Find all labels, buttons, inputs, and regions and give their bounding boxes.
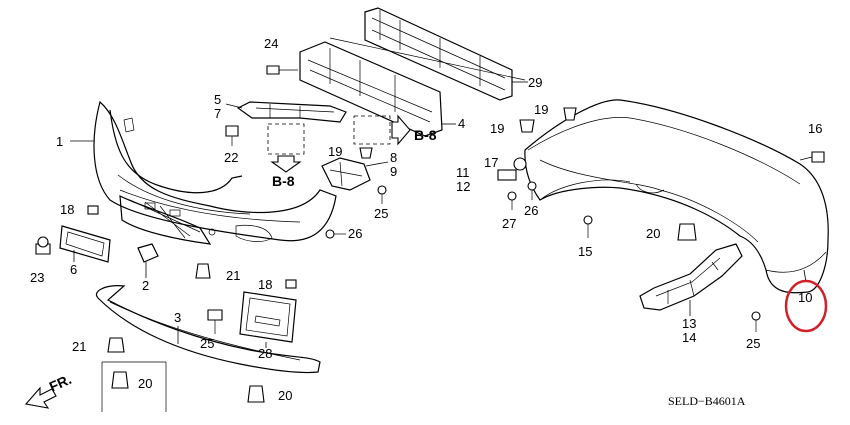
absorber-part-4: [299, 37, 526, 137]
callout-25-right: 25: [746, 336, 760, 351]
callout-10: 10: [798, 290, 812, 305]
upper-beam-part-29: [364, 7, 528, 101]
ref-label-b8-left: B-8: [272, 173, 295, 189]
callout-20-center: 20: [278, 388, 292, 403]
license-garnish-part-28: [239, 291, 297, 348]
front-direction-arrow: FR.: [24, 371, 74, 409]
lower-spoiler-part-3: [95, 285, 321, 374]
lower-left-frame: [101, 361, 167, 412]
callout-5: 5: [214, 92, 221, 107]
callout-25-left: 25: [374, 206, 388, 221]
reference-b8-right: B-8: [353, 114, 437, 146]
callout-11: 11: [456, 165, 470, 180]
callout-29: 29: [528, 75, 542, 90]
callout-8: 8: [390, 150, 397, 165]
license-bracket-part-6: [59, 225, 111, 263]
ref-label-b8-right: B-8: [414, 127, 437, 143]
callout-26-left: 26: [348, 226, 362, 241]
highlight-circle: [784, 279, 828, 333]
callout-21-upper: 21: [226, 268, 240, 283]
callout-16: 16: [808, 121, 822, 136]
callout-26-right: 26: [524, 203, 538, 218]
callout-12: 12: [456, 179, 470, 194]
side-spacer-part-8-9: [321, 157, 389, 191]
spacer-part-5-7: [225, 101, 347, 123]
callout-23: 23: [30, 270, 44, 285]
callout-20-right: 20: [646, 226, 660, 241]
rear-bracket-part-13-14: [639, 243, 743, 316]
callout-20-left: 20: [138, 376, 152, 391]
callout-1: 1: [56, 134, 63, 149]
callout-22: 22: [224, 150, 238, 165]
callout-14: 14: [682, 330, 696, 345]
callout-2: 2: [142, 278, 149, 293]
callout-19-mid: 19: [490, 121, 504, 136]
rear-bumper-part-10: [524, 99, 829, 294]
callout-21-lower: 21: [72, 339, 86, 354]
front-bumper-part-1: [70, 100, 337, 245]
callout-19-left: 19: [328, 144, 342, 159]
front-label: FR.: [47, 371, 74, 395]
callout-27: 27: [502, 216, 516, 231]
callout-25-center: 25: [200, 336, 214, 351]
callout-28: 28: [258, 346, 272, 361]
callout-15: 15: [578, 244, 592, 259]
callout-9: 9: [390, 164, 397, 179]
reference-b8-left: B-8: [267, 123, 305, 189]
callout-19-top: 19: [534, 102, 548, 117]
fasteners: [35, 65, 825, 403]
callout-3: 3: [174, 310, 181, 325]
callout-7: 7: [214, 106, 221, 121]
tow-cover-part-2: [137, 243, 159, 278]
callout-labels: 24 29 5 7 4 1 22 19 8 9 25 26 18 23 6 2 …: [30, 36, 822, 403]
callout-18-lower: 18: [258, 277, 272, 292]
callout-4: 4: [458, 116, 465, 131]
callout-6: 6: [70, 262, 77, 277]
callout-24: 24: [264, 36, 278, 51]
callout-18-upper: 18: [60, 202, 74, 217]
callout-17: 17: [484, 155, 498, 170]
diagram-code: SELD−B4601A: [668, 394, 746, 408]
callout-13: 13: [682, 316, 696, 331]
